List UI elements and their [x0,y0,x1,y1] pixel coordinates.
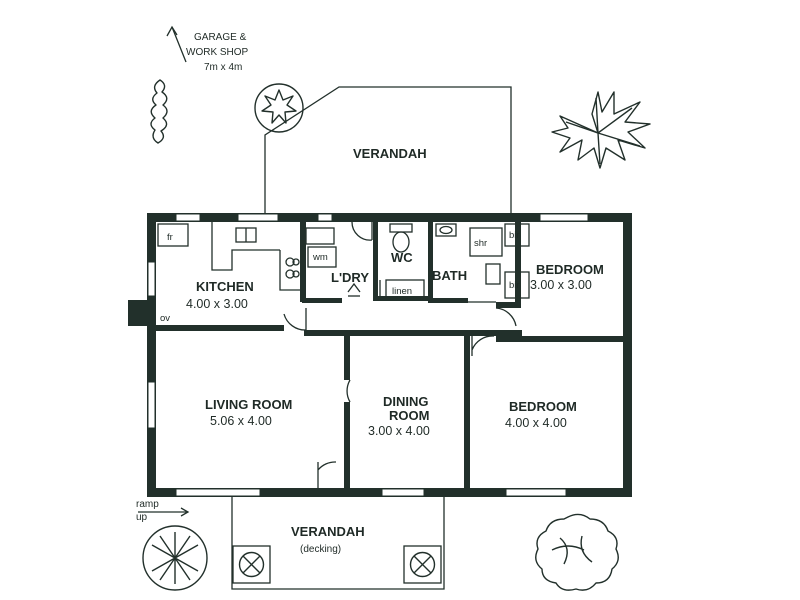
ramp-arrow [138,507,190,517]
robes [504,223,530,299]
bedroom2-size: 4.00 x 4.00 [505,416,567,430]
svg-text:WORK SHOP: WORK SHOP [186,47,249,58]
front-verandah-outline [231,493,445,590]
shower-icon [469,227,503,257]
svg-text:7m x 4m: 7m x 4m [204,62,242,73]
oven-label: ov [160,313,170,324]
front-verandah-note: (decking) [300,544,341,555]
exterior-walls [128,213,632,497]
ramp-label-1: ramp [136,499,159,510]
shrub-top-left [150,79,168,144]
front-verandah-label: VERANDAH [291,524,365,539]
windows [147,213,589,497]
linen-label: linen [392,286,412,297]
laundry-tub-icon [305,227,335,245]
washing-machine-label: wm [312,252,328,263]
laundry-label: L'DRY [331,270,369,285]
tree-top-left [254,83,304,133]
robe-label-2: bir [509,280,520,291]
tree-bottom-right [535,513,619,591]
garage-arrow [166,25,187,63]
kitchen-label: KITCHEN [196,279,254,294]
living-room-size: 5.06 x 4.00 [210,414,272,428]
bedroom1-label: BEDROOM [536,262,604,277]
wet-area-fixtures [305,223,503,299]
palm-tree-top-right [551,91,651,169]
garage-label: GARAGE & WORK SHOP 7m x 4m [186,32,249,73]
toilet-icon [389,223,413,233]
shower-label: shr [474,238,487,249]
door-swings [283,221,517,488]
basin-icon [435,223,457,237]
fridge-label: fr [167,232,173,243]
stove-burner-icon [285,257,295,267]
tree-bottom-left [142,525,208,591]
bedroom1-size: 3.00 x 3.00 [530,278,592,292]
svg-text:GARAGE &: GARAGE & [194,32,247,43]
living-room-label: LIVING ROOM [205,397,292,412]
dining-room-size: 3.00 x 4.00 [368,424,430,438]
kitchen-size: 4.00 x 3.00 [186,297,248,311]
dining-room-label-2: ROOM [389,408,429,423]
rear-verandah-outline [264,86,512,213]
dining-room-label-1: DINING [383,394,429,409]
robe-label-1: bir [509,230,520,241]
bath-label: BATH [432,268,467,283]
bedroom2-label: BEDROOM [509,399,577,414]
rear-verandah-label: VERANDAH [353,146,427,161]
wc-label: WC [391,250,413,265]
ramp-label-2: up [136,512,148,523]
kitchen-fixtures [157,222,300,291]
